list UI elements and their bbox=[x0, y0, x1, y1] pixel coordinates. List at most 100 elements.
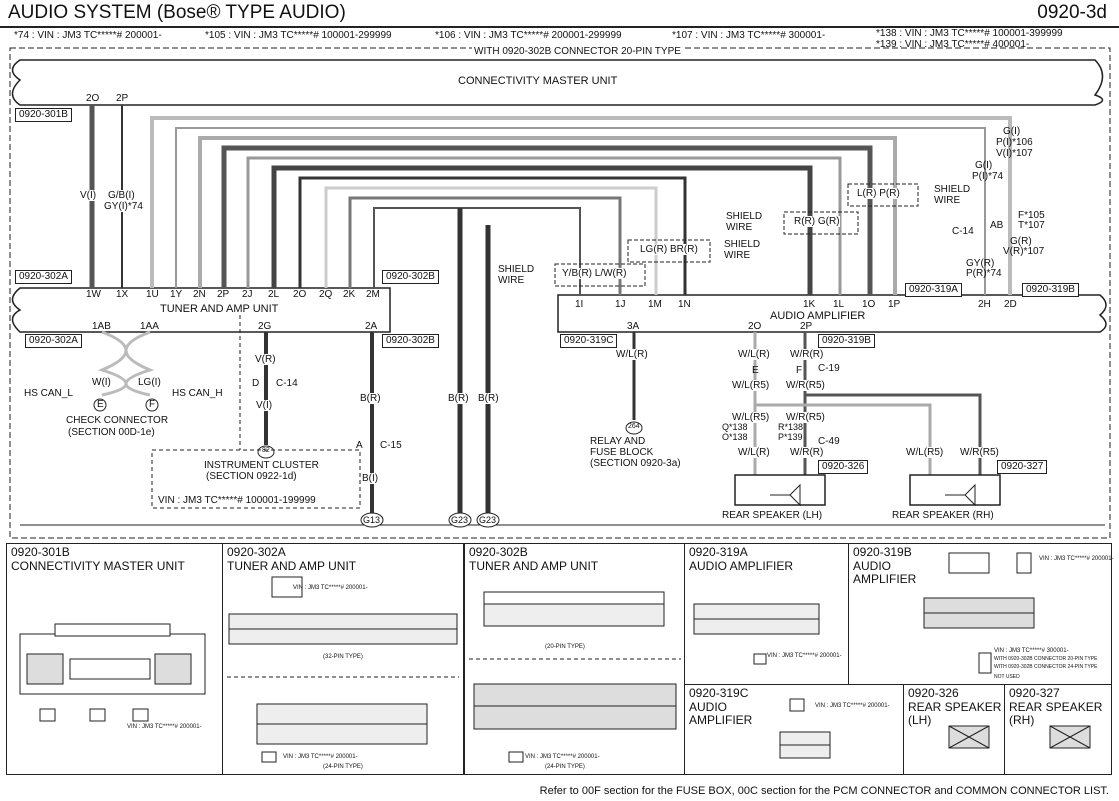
panel-301b-name: CONNECTIVITY MASTER UNIT bbox=[11, 559, 185, 573]
wire-vi2: V(I) bbox=[256, 400, 273, 411]
pin-e-c19: E bbox=[752, 365, 759, 376]
pin-2p-amp: 2P bbox=[800, 321, 813, 332]
pin-2n: 2N bbox=[193, 289, 206, 300]
pin-f-check: F bbox=[149, 399, 156, 410]
wire-wrr-amp: W/R(R) bbox=[790, 349, 824, 360]
panel-302a-code: 0920-302A bbox=[227, 545, 286, 559]
pin-2m: 2M bbox=[366, 289, 380, 300]
vin-note-107: *107 : VIN : JM3 TC*****# 300001- bbox=[672, 30, 826, 41]
wire-t107: T*107 bbox=[1018, 220, 1045, 231]
panel-319c: 0920-319C AUDIO AMPLIFIER VIN : JM3 TC**… bbox=[684, 684, 904, 775]
wire-wlr5: W/L(R5) bbox=[732, 380, 770, 391]
wire-gi2: G(I) bbox=[975, 160, 993, 171]
panel-327-code: 0920-327 bbox=[1009, 686, 1060, 700]
pin-1m: 1M bbox=[648, 299, 662, 310]
panel-327-name: REAR SPEAKER (RH) bbox=[1009, 700, 1103, 727]
pin-2j: 2J bbox=[242, 289, 253, 300]
wire-rr-gr: R(R) G(R) bbox=[794, 216, 840, 227]
hs-can-l: HS CAN_L bbox=[24, 388, 73, 399]
panel-302b-24pin: (24-PIN TYPE) bbox=[545, 764, 585, 770]
panel-319b-with20: WITH 0920-302B CONNECTOR 20-PIN TYPE bbox=[994, 656, 1098, 662]
wire-wrr5-rh: W/R(R5) bbox=[960, 447, 999, 458]
pin-2o-amp: 2O bbox=[748, 321, 762, 332]
panel-319a: 0920-319A AUDIO AMPLIFIER VIN : JM3 TC**… bbox=[684, 543, 849, 685]
wire-ab: AB bbox=[990, 220, 1004, 231]
vin-note-106: *106 : VIN : JM3 TC*****# 200001-299999 bbox=[435, 30, 622, 41]
hs-can-h: HS CAN_H bbox=[172, 388, 223, 399]
panel-319a-diagram bbox=[693, 603, 820, 665]
page-title: AUDIO SYSTEM (Bose® TYPE AUDIO) bbox=[8, 2, 346, 23]
wire-c14b: C-14 bbox=[276, 378, 298, 389]
panel-301b-code: 0920-301B bbox=[11, 545, 70, 559]
panel-326: 0920-326 REAR SPEAKER (LH) bbox=[903, 684, 1005, 775]
footer-note: Refer to 00F section for the FUSE BOX, 0… bbox=[539, 785, 1109, 797]
pin-2p-t: 2P bbox=[217, 289, 230, 300]
wire-gyr: GY(R) bbox=[966, 258, 995, 269]
wire-c49: C-49 bbox=[818, 436, 840, 447]
wire-wlr-amp: W/L(R) bbox=[738, 349, 770, 360]
panel-302a-32pin: (32-PIN TYPE) bbox=[323, 654, 363, 660]
pin-1u: 1U bbox=[146, 289, 159, 300]
panel-302b-20pin: (20-PIN TYPE) bbox=[545, 644, 585, 650]
header-rule bbox=[0, 26, 1119, 28]
wire-wi: W(I) bbox=[92, 377, 111, 388]
wire-gbi: G/B(I) bbox=[108, 190, 135, 201]
wire-pi106: P(I)*106 bbox=[996, 137, 1033, 148]
wire-wrr5: W/R(R5) bbox=[786, 380, 825, 391]
spk-rh-label: REAR SPEAKER (RH) bbox=[892, 510, 994, 521]
wire-c14: C-14 bbox=[952, 226, 974, 237]
cmu-label: CONNECTIVITY MASTER UNIT bbox=[458, 75, 618, 87]
pin-2o: 2O bbox=[86, 93, 100, 104]
wire-gi: G(I) bbox=[1003, 126, 1021, 137]
conn-327: 0920-327 bbox=[997, 460, 1048, 474]
pin-1k: 1K bbox=[803, 299, 816, 310]
panel-319a-name: AUDIO AMPLIFIER bbox=[689, 559, 794, 573]
panel-302a: 0920-302A TUNER AND AMP UNIT VIN : JM3 T… bbox=[222, 543, 464, 775]
pin-f-c19: F bbox=[796, 365, 803, 376]
panel-319b-notused: NOT USED bbox=[994, 674, 1020, 680]
vin-note-139: *139 : VIN : JM3 TC*****# 400001- bbox=[876, 39, 1030, 50]
panel-319a-code: 0920-319A bbox=[689, 545, 748, 559]
ground-264: 264 bbox=[628, 423, 640, 430]
shield-1: SHIELD bbox=[934, 184, 971, 195]
wire-lgi: LG(I) bbox=[138, 377, 161, 388]
conn-326: 0920-326 bbox=[818, 460, 869, 474]
wire-gyi: GY(I)*74 bbox=[104, 201, 143, 212]
wire-vi: V(I) bbox=[80, 190, 97, 201]
shield-2: SHIELD bbox=[726, 211, 763, 222]
spk-lh-label: REAR SPEAKER (LH) bbox=[722, 510, 823, 521]
pin-1l: 1L bbox=[833, 299, 845, 310]
wire-wrr-spk: W/R(R) bbox=[790, 447, 824, 458]
wire-lr-pr: L(R) P(R) bbox=[857, 188, 900, 199]
pin-2p: 2P bbox=[116, 93, 129, 104]
wire-d: D bbox=[252, 378, 260, 389]
conn-302a: 0920-302A bbox=[15, 270, 72, 284]
panel-319c-vin: VIN : JM3 TC*****# 200001- bbox=[815, 703, 890, 709]
panel-319b-with24: WITH 0920-302B CONNECTOR 24-PIN TYPE bbox=[994, 664, 1098, 670]
panel-302b-code: 0920-302B bbox=[469, 545, 528, 559]
wire-gr: G(R) bbox=[1010, 236, 1032, 247]
wire-br-2: B(R) bbox=[448, 393, 469, 404]
relay-section: (SECTION 0920-3a) bbox=[590, 458, 681, 469]
pin-1x: 1X bbox=[116, 289, 129, 300]
wire-2: WIRE bbox=[726, 222, 753, 233]
relay-label: RELAY AND bbox=[590, 436, 646, 447]
shield-4: SHIELD bbox=[498, 264, 535, 275]
pin-2g: 2G bbox=[258, 321, 272, 332]
panel-319c-name: AUDIO AMPLIFIER bbox=[689, 700, 753, 727]
panel-319b-name: AUDIO AMPLIFIER bbox=[853, 559, 917, 586]
wire-a: A bbox=[356, 440, 363, 451]
panel-319c-diagram bbox=[779, 698, 831, 759]
wire-bi: B(I) bbox=[362, 473, 379, 484]
panel-327: 0920-327 REAR SPEAKER (RH) bbox=[1004, 684, 1112, 775]
conn-301b: 0920-301B bbox=[15, 108, 72, 122]
wire-p139: P*139 bbox=[778, 432, 803, 442]
panel-319b: 0920-319B AUDIO AMPLIFIER VIN : JM3 TC**… bbox=[848, 543, 1114, 685]
wire-c19: C-19 bbox=[818, 363, 840, 374]
wire-pr74: P(R)*74 bbox=[966, 268, 1002, 279]
conn-319c: 0920-319C bbox=[560, 334, 618, 348]
pin-1j: 1J bbox=[615, 299, 626, 310]
ground-g13: G13 bbox=[363, 515, 381, 525]
check-connector: CHECK CONNECTOR bbox=[66, 415, 169, 426]
wire-q138: Q*138 bbox=[722, 422, 748, 432]
